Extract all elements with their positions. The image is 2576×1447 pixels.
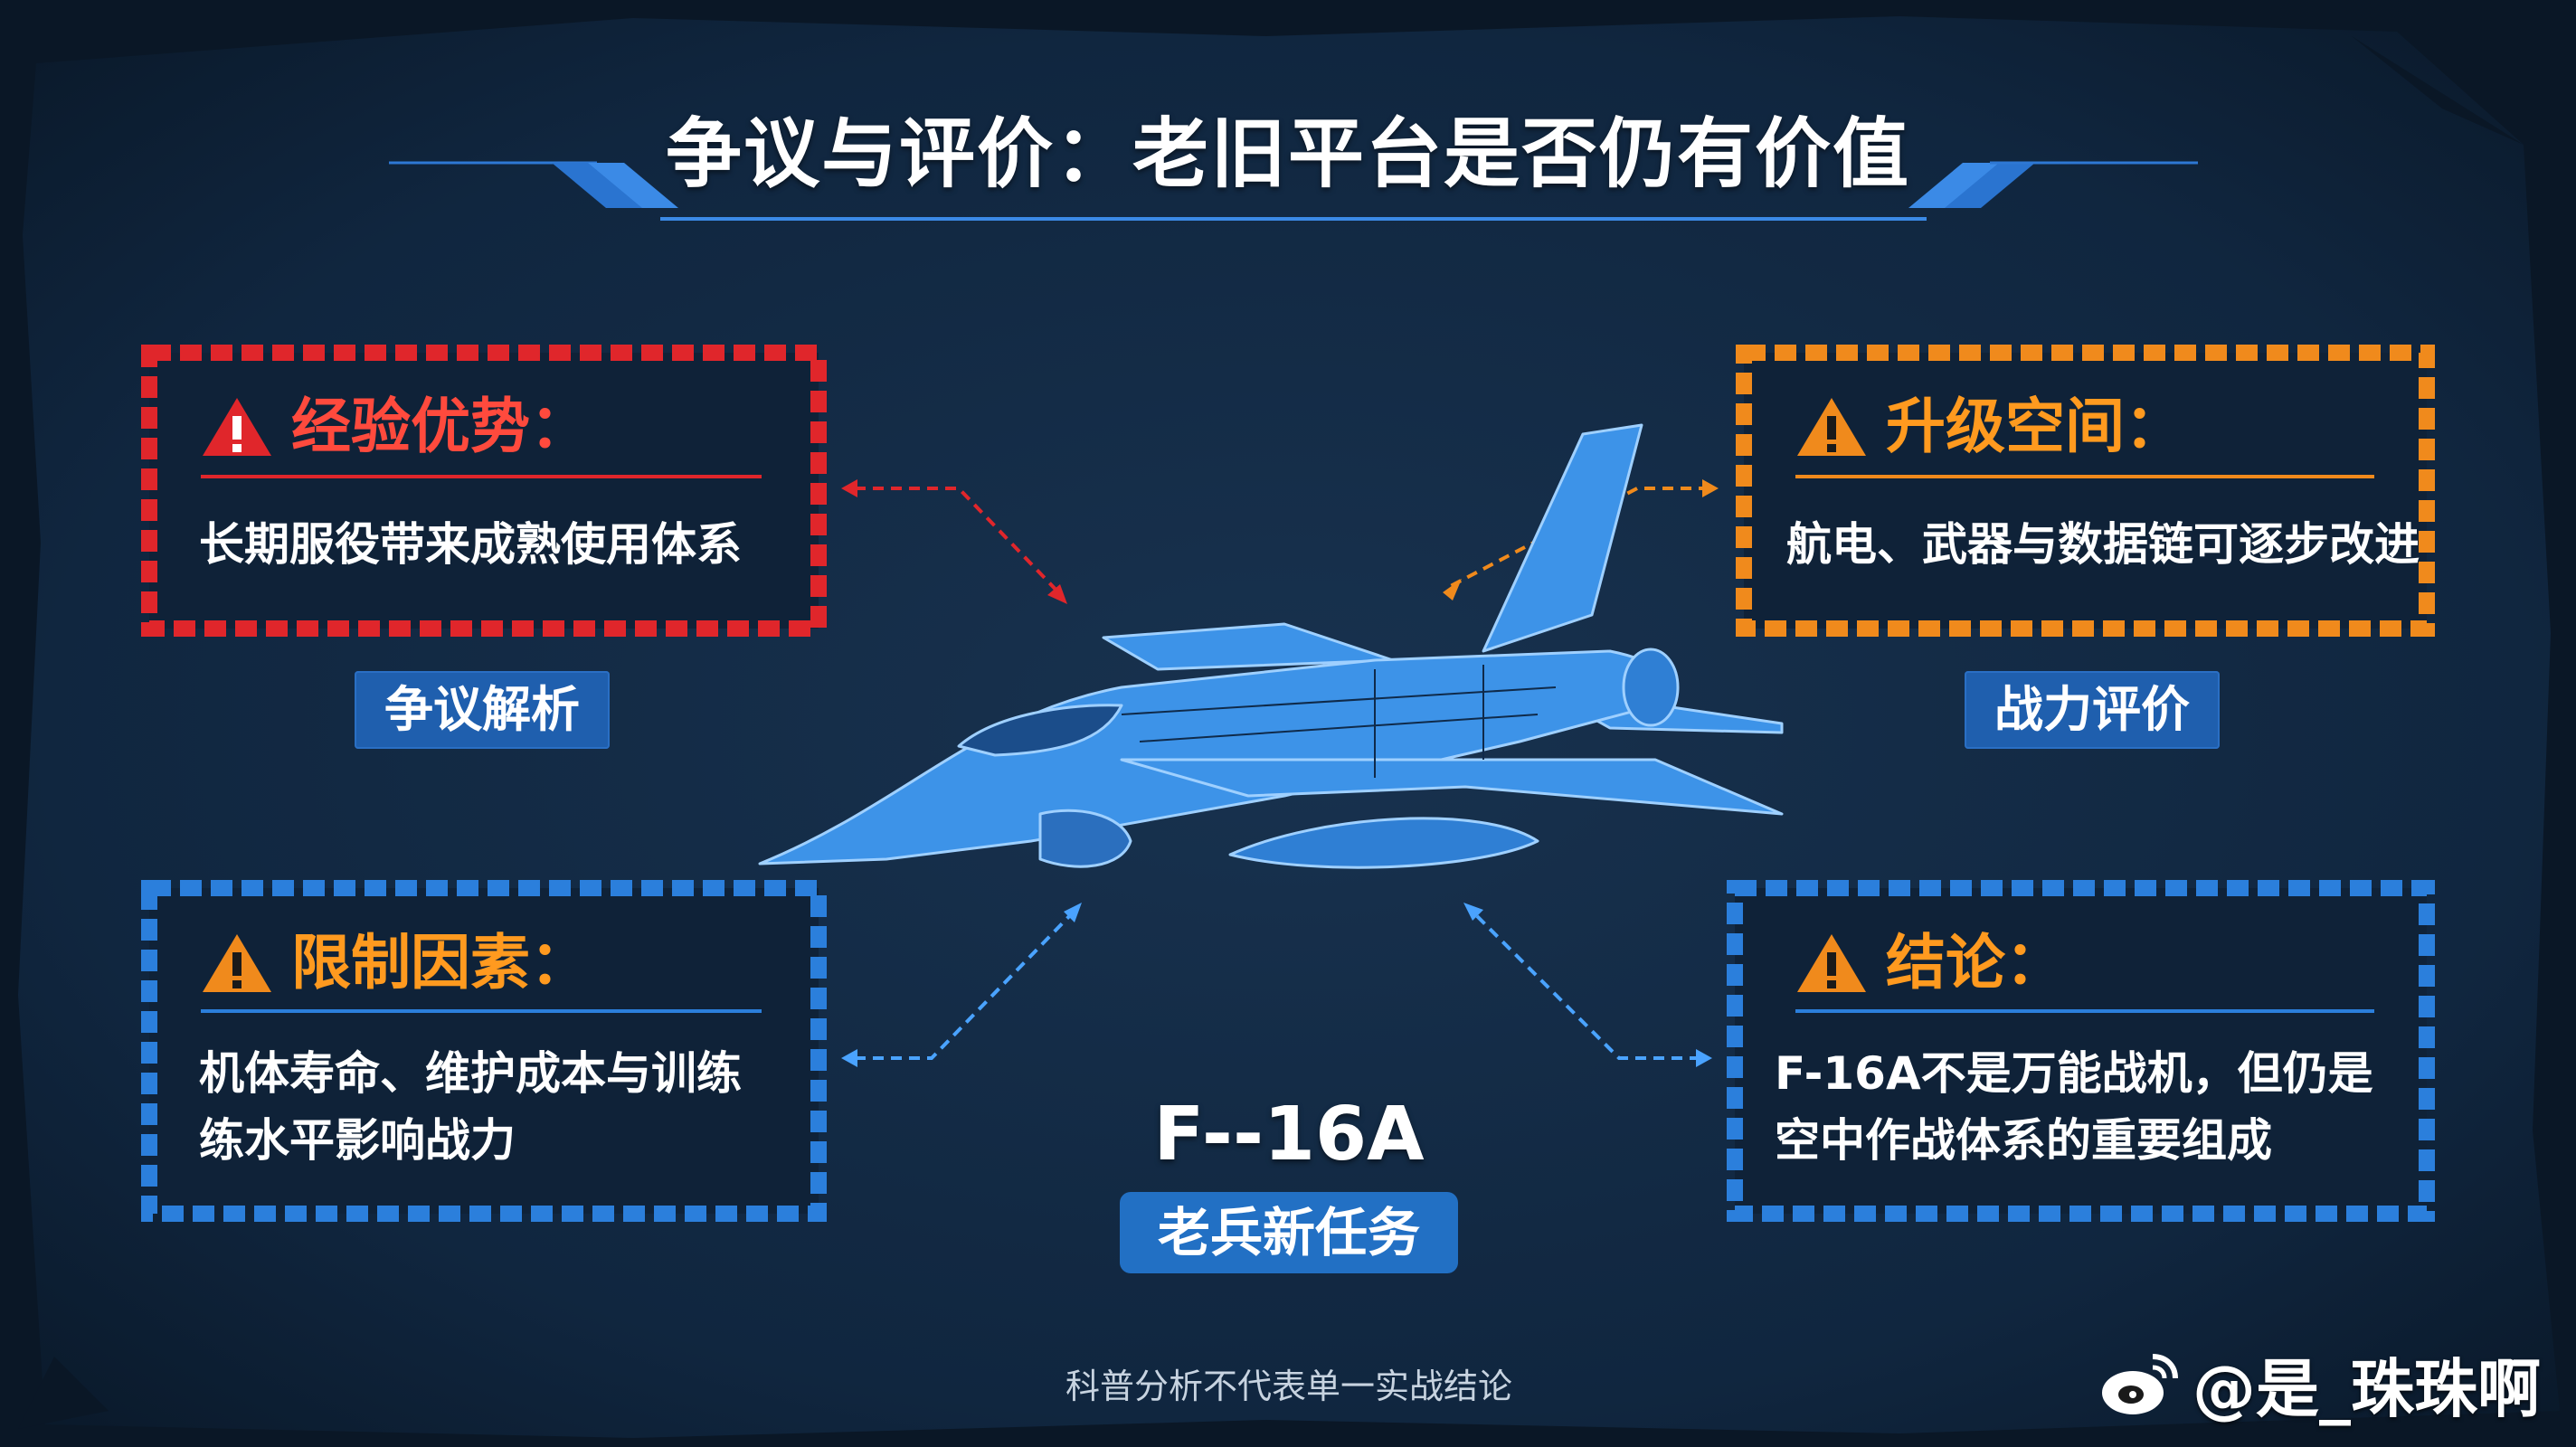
card-text-limits: 机体寿命、维护成本与训练 练水平影响战力: [199, 1040, 742, 1174]
card-frame-experience: [141, 345, 827, 637]
footnote: 科普分析不代表单一实战结论: [1065, 1367, 1512, 1406]
f16-jet-illustration: [758, 423, 1784, 869]
card-heading-limits: 限制因素：: [201, 927, 590, 999]
divider: [201, 475, 762, 478]
card-frame-limits: [141, 880, 827, 1222]
warning-triangle-icon: [203, 934, 271, 992]
card-line: 机体寿命、维护成本与训练: [199, 1047, 742, 1100]
heading-text-upgrade: 升级空间：: [1886, 392, 2184, 461]
card-frame-conclusion: [1727, 880, 2435, 1222]
card-heading-experience: 经验优势：: [201, 391, 590, 463]
title-decoration: [389, 161, 2198, 221]
weibo-icon: [2102, 1354, 2178, 1414]
model-tag: 老兵新任务: [1120, 1192, 1458, 1273]
card-line: F-16A不是万能战机，但仍是: [1775, 1047, 2373, 1100]
card-text-conclusion: F-16A不是万能战机，但仍是 空中作战体系的重要组成: [1775, 1040, 2373, 1174]
card-heading-conclusion: 结论：: [1795, 927, 2065, 999]
connector-upgrade: [1446, 487, 1709, 590]
watermark: @是_珠珠啊: [2098, 1343, 2541, 1426]
card-text-upgrade: 航电、武器与数据链可逐步改进: [1786, 511, 2420, 578]
divider: [201, 1009, 762, 1013]
connector-experience: [855, 487, 1065, 599]
heading-text-limits: 限制因素：: [291, 928, 590, 998]
card-frame-upgrade: [1736, 345, 2435, 637]
card-line: 空中作战体系的重要组成: [1775, 1114, 2272, 1167]
heading-text-experience: 经验优势：: [291, 392, 590, 461]
pill-combat-evaluation: 战力评价: [1965, 671, 2220, 749]
warning-triangle-icon: [203, 398, 271, 456]
connector-limits: [855, 907, 1078, 1060]
pill-dispute-analysis: 争议解析: [355, 671, 610, 749]
heading-text-conclusion: 结论：: [1886, 928, 2065, 998]
card-line: 航电、武器与数据链可逐步改进: [1786, 518, 2420, 571]
card-line: 练水平影响战力: [199, 1114, 516, 1167]
connector-conclusion: [1468, 907, 1700, 1060]
card-line: 长期服役带来成熟使用体系: [199, 518, 742, 571]
page-title: 争议与评价：老旧平台是否仍有价值: [665, 109, 1910, 198]
divider: [1795, 475, 2374, 478]
warning-triangle-icon: [1797, 934, 1866, 992]
card-heading-upgrade: 升级空间：: [1795, 391, 2184, 463]
model-label: F--16A: [1153, 1092, 1425, 1177]
divider: [1795, 1009, 2374, 1013]
warning-triangle-icon: [1797, 398, 1866, 456]
watermark-handle: @是_珠珠啊: [2192, 1351, 2541, 1426]
card-text-experience: 长期服役带来成熟使用体系: [199, 511, 742, 578]
